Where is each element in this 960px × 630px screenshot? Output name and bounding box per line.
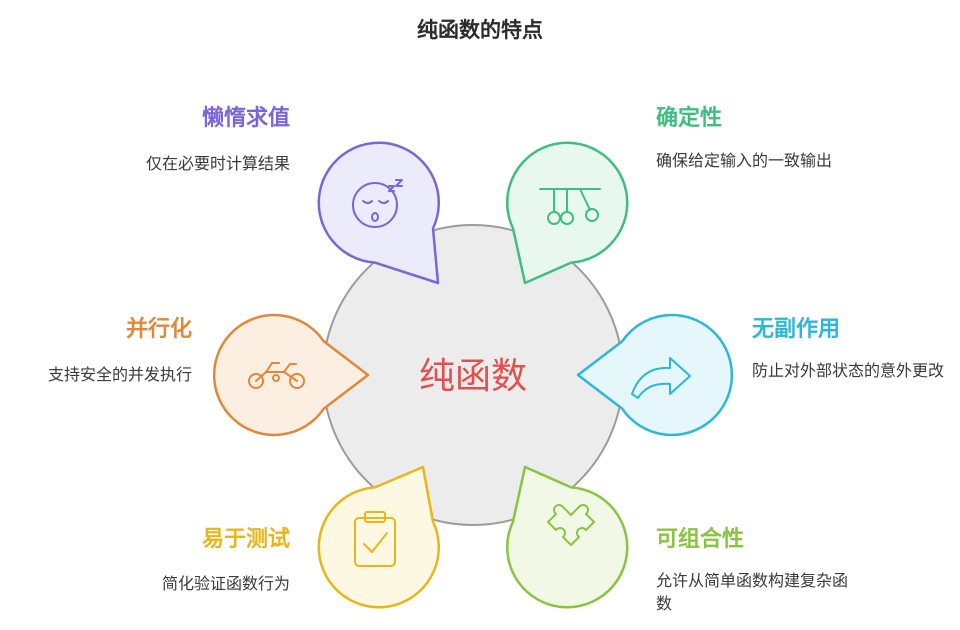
feature-easy-to-test xyxy=(317,465,441,609)
feature-desc-composability: 允许从简单函数构建复杂函数 xyxy=(656,571,849,613)
feature-title-easy-to-test: 易于测试 xyxy=(201,527,290,552)
page-title: 纯函数的特点 xyxy=(417,18,543,42)
sleeping-face-icon xyxy=(352,179,403,228)
feature-desc-lazy-evaluation: 仅在必要时计算结果 xyxy=(145,154,290,173)
feature-desc-parallelization: 支持安全的并发执行 xyxy=(47,365,192,384)
teardrop-composability xyxy=(505,465,629,609)
feature-determinism xyxy=(505,141,629,285)
teardrop-parallelization xyxy=(212,313,370,437)
feature-desc-no-side-effects: 防止对外部状态的意外更改 xyxy=(752,361,945,380)
teardrop-easy-to-test xyxy=(317,465,441,609)
teardrop-lazy-evaluation xyxy=(317,141,441,285)
feature-desc-easy-to-test: 简化验证函数行为 xyxy=(161,574,290,593)
feature-no-side-effects xyxy=(576,313,734,437)
motorcycle-icon xyxy=(248,362,305,389)
clipboard-check-icon xyxy=(354,511,396,567)
curved-arrow-icon xyxy=(631,357,691,399)
feature-title-determinism: 确定性 xyxy=(656,106,723,131)
feature-title-lazy-evaluation: 懒惰求值 xyxy=(201,106,290,131)
feature-parallelization xyxy=(212,313,370,437)
teardrop-no-side-effects xyxy=(576,313,734,437)
feature-lazy-evaluation xyxy=(317,141,441,285)
feature-desc-determinism: 确保给定输入的一致输出 xyxy=(656,151,833,170)
feature-composability xyxy=(505,465,629,609)
feature-title-composability: 可组合性 xyxy=(656,527,745,552)
center-label: 纯函数 xyxy=(419,356,527,397)
feature-title-parallelization: 并行化 xyxy=(125,317,192,342)
puzzle-piece-icon xyxy=(547,504,595,546)
feature-title-no-side-effects: 无副作用 xyxy=(752,317,841,342)
newtons-cradle-icon xyxy=(539,188,601,225)
